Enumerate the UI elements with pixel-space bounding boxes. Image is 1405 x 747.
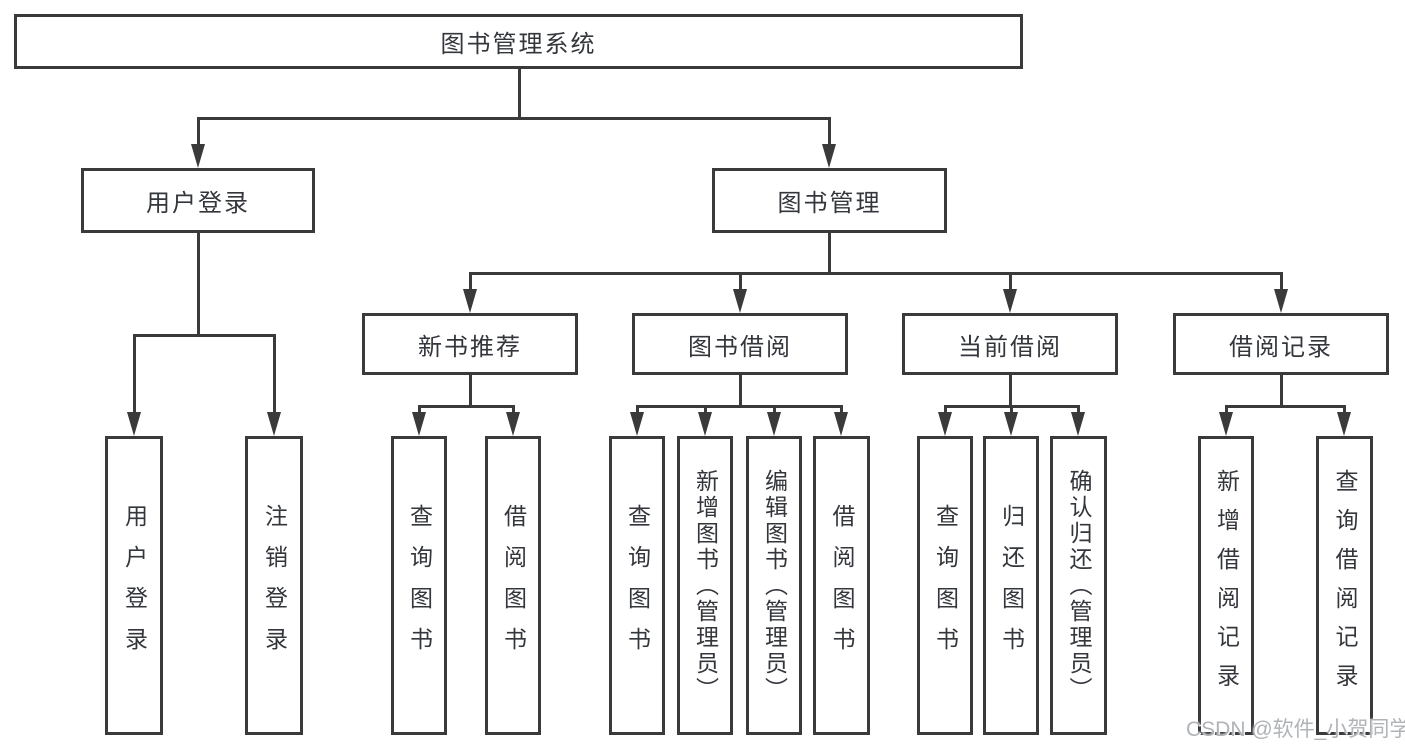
arrow-down-icon — [1274, 289, 1288, 313]
connector-book-management-children-drop-line — [1279, 273, 1283, 293]
connector-book-management-children-bar — [468, 271, 1283, 275]
connector-book-management-children-drop-line — [1008, 273, 1012, 293]
arrow-down-icon — [1219, 412, 1233, 436]
connector-book-borrowing-children-bar — [635, 404, 843, 408]
arrow-down-icon — [822, 144, 836, 168]
connector-borrowing-records-children-drop-line — [1342, 406, 1346, 416]
node-current-borrowing-label: 当前借阅 — [958, 333, 1062, 361]
connector-user-login-children-drop-line — [272, 335, 276, 416]
leaf-borrow-books-2: 借阅图书 — [813, 436, 870, 735]
arrow-down-icon — [463, 289, 477, 313]
connector-user-login-children-stem — [196, 233, 200, 336]
leaf-return-books: 归还图书 — [983, 436, 1039, 735]
connector-book-management-children-stem — [827, 233, 831, 274]
leaf-borrow-books-1: 借阅图书 — [485, 436, 541, 735]
connector-book-borrowing-children-drop-line — [703, 406, 707, 416]
arrow-down-icon — [127, 412, 141, 436]
leaf-edit-book-admin: 编辑图书（管理员） — [746, 436, 802, 735]
arrow-down-icon — [834, 412, 848, 436]
arrow-down-icon — [191, 144, 205, 168]
leaf-query-borrow-record: 查询借阅记录 — [1316, 436, 1373, 735]
connector-current-borrowing-children-drop-line — [943, 406, 947, 416]
leaf-confirm-return-admin-label: 确认归还（管理员） — [1066, 468, 1092, 703]
leaf-query-books-1-label: 查询图书 — [406, 503, 433, 668]
node-current-borrowing: 当前借阅 — [902, 313, 1118, 375]
leaf-confirm-return-admin: 确认归还（管理员） — [1050, 436, 1107, 735]
node-book-borrowing-label: 图书借阅 — [688, 333, 792, 361]
leaf-user-login-label: 用户登录 — [121, 503, 148, 668]
connector-current-borrowing-children-drop-line — [1009, 406, 1013, 416]
connector-borrowing-records-children-stem — [1279, 375, 1283, 407]
arrow-down-icon — [412, 412, 426, 436]
connector-new-book-recommend-children-bar — [417, 404, 515, 408]
connector-current-borrowing-children-drop-line — [1076, 406, 1080, 416]
arrow-down-icon — [1003, 289, 1017, 313]
connector-book-borrowing-children-drop-line — [839, 406, 843, 416]
csdn-watermark: CSDN @软件_小贺同学 — [1186, 718, 1405, 741]
node-book-management: 图书管理 — [712, 168, 947, 233]
node-library-system: 图书管理系统 — [14, 14, 1023, 69]
connector-book-borrowing-children-drop-line — [635, 406, 639, 416]
arrow-down-icon — [630, 412, 644, 436]
connector-book-borrowing-children-drop-line — [772, 406, 776, 416]
node-user-login-label: 用户登录 — [146, 190, 250, 217]
connector-root-to-level2-bar — [196, 116, 831, 120]
arrow-down-icon — [506, 412, 520, 436]
leaf-query-books-2: 查询图书 — [609, 436, 665, 735]
connector-user-login-children-bar — [132, 333, 276, 337]
arrow-down-icon — [1004, 412, 1018, 436]
node-new-book-recommend-label: 新书推荐 — [418, 333, 522, 361]
connector-book-management-children-drop-line — [468, 273, 472, 293]
leaf-borrow-books-1-label: 借阅图书 — [500, 503, 527, 668]
node-book-management-label: 图书管理 — [777, 190, 882, 217]
node-new-book-recommend: 新书推荐 — [362, 313, 578, 375]
leaf-add-book-admin: 新增图书（管理员） — [677, 436, 733, 735]
connector-user-login-children-drop-line — [132, 335, 136, 416]
connector-root-to-level2-drop-line — [196, 118, 200, 148]
arrow-down-icon — [733, 289, 747, 313]
node-library-system-label: 图书管理系统 — [440, 31, 597, 58]
connector-new-book-recommend-children-drop-line — [511, 406, 515, 416]
arrow-down-icon — [1071, 412, 1085, 436]
leaf-edit-book-admin-label: 编辑图书（管理员） — [761, 468, 788, 703]
leaf-logout-login-label: 注销登录 — [261, 503, 288, 668]
arrow-down-icon — [698, 412, 712, 436]
arrow-down-icon — [1337, 412, 1351, 436]
arrow-down-icon — [767, 412, 781, 436]
node-book-borrowing: 图书借阅 — [632, 313, 848, 375]
connector-borrowing-records-children-drop-line — [1224, 406, 1228, 416]
leaf-query-books-3: 查询图书 — [917, 436, 973, 735]
arrow-down-icon — [938, 412, 952, 436]
leaf-borrow-books-2-label: 借阅图书 — [829, 503, 855, 668]
leaf-query-books-3-label: 查询图书 — [932, 503, 959, 668]
leaf-add-borrow-record-label: 新增借阅记录 — [1213, 468, 1240, 703]
leaf-add-borrow-record: 新增借阅记录 — [1198, 436, 1254, 735]
node-user-login: 用户登录 — [81, 168, 315, 233]
leaf-query-borrow-record-label: 查询借阅记录 — [1332, 468, 1358, 703]
connector-new-book-recommend-children-drop-line — [417, 406, 421, 416]
node-borrowing-records-label: 借阅记录 — [1229, 333, 1333, 361]
leaf-add-book-admin-label: 新增图书（管理员） — [692, 468, 719, 703]
leaf-query-books-2-label: 查询图书 — [624, 503, 651, 668]
connector-current-borrowing-children-stem — [1008, 375, 1012, 407]
leaf-return-books-label: 归还图书 — [998, 503, 1025, 668]
node-borrowing-records: 借阅记录 — [1173, 313, 1389, 375]
leaf-user-login: 用户登录 — [105, 436, 163, 735]
connector-root-to-level2-stem — [517, 69, 521, 119]
connector-new-book-recommend-children-stem — [468, 375, 472, 407]
connector-book-borrowing-children-stem — [738, 375, 742, 407]
leaf-query-books-1: 查询图书 — [391, 436, 447, 735]
connector-root-to-level2-drop-line — [827, 118, 831, 148]
arrow-down-icon — [267, 412, 281, 436]
leaf-logout-login: 注销登录 — [245, 436, 303, 735]
connector-borrowing-records-children-bar — [1224, 404, 1346, 408]
connector-book-management-children-drop-line — [738, 273, 742, 293]
